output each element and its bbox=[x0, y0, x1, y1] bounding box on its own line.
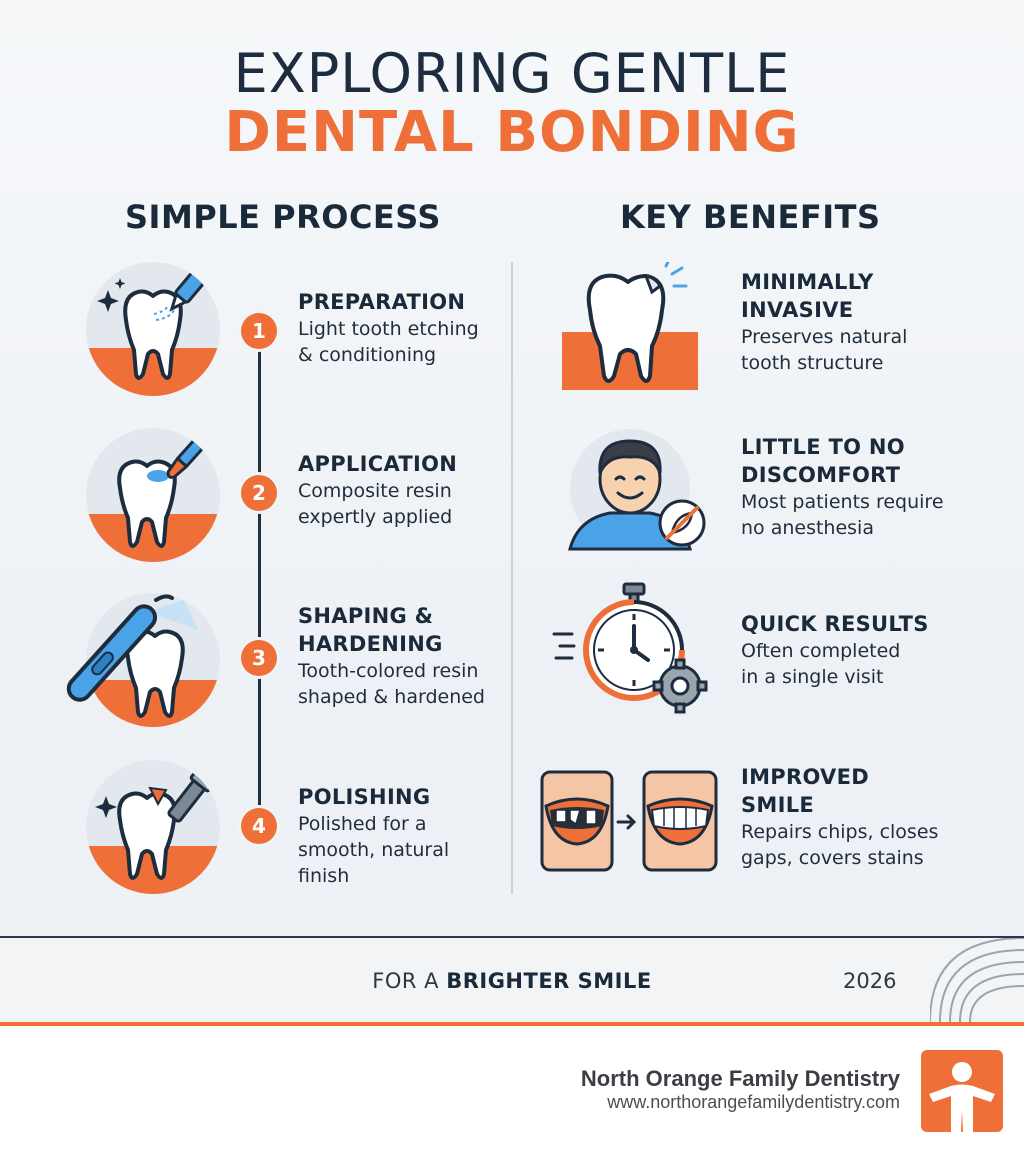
step-desc: & conditioning bbox=[298, 344, 437, 366]
process-heading: SIMPLE PROCESS bbox=[125, 198, 441, 236]
column-divider bbox=[511, 262, 513, 894]
smiling-patient-icon bbox=[564, 425, 714, 551]
step-number-badge: 2 bbox=[241, 475, 277, 511]
benefit-title: INVASIVE bbox=[741, 298, 854, 322]
benefit-title: MINIMALLY bbox=[741, 270, 874, 294]
benefit-little-discomfort: LITTLE TO NO DISCOMFORT Most patients re… bbox=[741, 433, 944, 541]
benefit-title: IMPROVED bbox=[741, 765, 869, 789]
benefit-title: DISCOMFORT bbox=[741, 463, 901, 487]
step-desc: smooth, natural bbox=[298, 839, 450, 861]
clinic-url[interactable]: www.northorangefamilydentistry.com bbox=[607, 1092, 900, 1112]
benefit-title: LITTLE TO NO bbox=[741, 435, 905, 459]
tagline-bold: BRIGHTER SMILE bbox=[446, 969, 652, 993]
before-after-smile-icon bbox=[540, 770, 720, 874]
curing-light-icon bbox=[56, 590, 226, 730]
step-desc: Polished for a bbox=[298, 813, 427, 835]
benefit-desc: Repairs chips, closes bbox=[741, 821, 939, 843]
step-desc: shaped & hardened bbox=[298, 686, 485, 708]
step-desc: Tooth-colored resin bbox=[298, 660, 479, 682]
polishing-tool-icon bbox=[86, 760, 220, 894]
title-line-1: EXPLORING GENTLE bbox=[233, 42, 791, 105]
step-title: PREPARATION bbox=[298, 290, 466, 314]
chipped-tooth-icon bbox=[560, 256, 700, 392]
benefit-desc: gaps, covers stains bbox=[741, 847, 924, 869]
tagline: FOR A BRIGHTER SMILE bbox=[0, 969, 1024, 993]
benefit-title: QUICK RESULTS bbox=[741, 612, 929, 636]
footer-band bbox=[0, 938, 1024, 1024]
step-title: HARDENING bbox=[298, 632, 443, 656]
benefit-desc: no anesthesia bbox=[741, 517, 874, 539]
step-title: SHAPING & bbox=[298, 604, 434, 628]
benefit-desc: tooth structure bbox=[741, 352, 884, 374]
step-desc: Composite resin bbox=[298, 480, 452, 502]
brand-area bbox=[0, 1026, 1024, 1154]
benefit-desc: Most patients require bbox=[741, 491, 944, 513]
step-polishing: POLISHING Polished for a smooth, natural… bbox=[298, 783, 449, 889]
person-logo-icon bbox=[921, 1050, 1003, 1132]
step-title: APPLICATION bbox=[298, 452, 458, 476]
benefit-minimally-invasive: MINIMALLY INVASIVE Preserves natural too… bbox=[741, 268, 907, 376]
process-timeline bbox=[258, 320, 261, 825]
step-application: APPLICATION Composite resin expertly app… bbox=[298, 450, 457, 530]
benefit-desc: Preserves natural bbox=[741, 326, 908, 348]
step-desc: finish bbox=[298, 865, 350, 887]
resin-brush-icon bbox=[86, 428, 220, 562]
stopwatch-gear-icon bbox=[552, 582, 712, 718]
benefits-heading: KEY BENEFITS bbox=[620, 198, 881, 236]
benefit-improved-smile: IMPROVED SMILE Repairs chips, closes gap… bbox=[741, 763, 938, 871]
step-number-badge: 4 bbox=[241, 808, 277, 844]
title-line-2: DENTAL BONDING bbox=[224, 100, 800, 165]
footer-rule bbox=[0, 936, 1024, 938]
benefit-desc: in a single visit bbox=[741, 666, 884, 688]
clinic-name: North Orange Family Dentistry bbox=[580, 1066, 900, 1091]
benefit-title: SMILE bbox=[741, 793, 815, 817]
footer-accent-rule bbox=[0, 1022, 1024, 1026]
step-preparation: PREPARATION Light tooth etching & condit… bbox=[298, 288, 479, 368]
step-desc: expertly applied bbox=[298, 506, 453, 528]
step-number-badge: 1 bbox=[241, 313, 277, 349]
year-label: 2026 bbox=[843, 969, 897, 993]
benefit-desc: Often completed bbox=[741, 640, 901, 662]
decorative-arcs-icon bbox=[930, 938, 1024, 1022]
step-shaping-hardening: SHAPING & HARDENING Tooth-colored resin … bbox=[298, 602, 485, 710]
step-number-badge: 3 bbox=[241, 640, 277, 676]
tagline-prefix: FOR A bbox=[372, 969, 447, 993]
tooth-etching-icon bbox=[86, 262, 220, 396]
step-desc: Light tooth etching bbox=[298, 318, 479, 340]
step-title: POLISHING bbox=[298, 785, 431, 809]
benefit-quick-results: QUICK RESULTS Often completed in a singl… bbox=[741, 610, 929, 690]
